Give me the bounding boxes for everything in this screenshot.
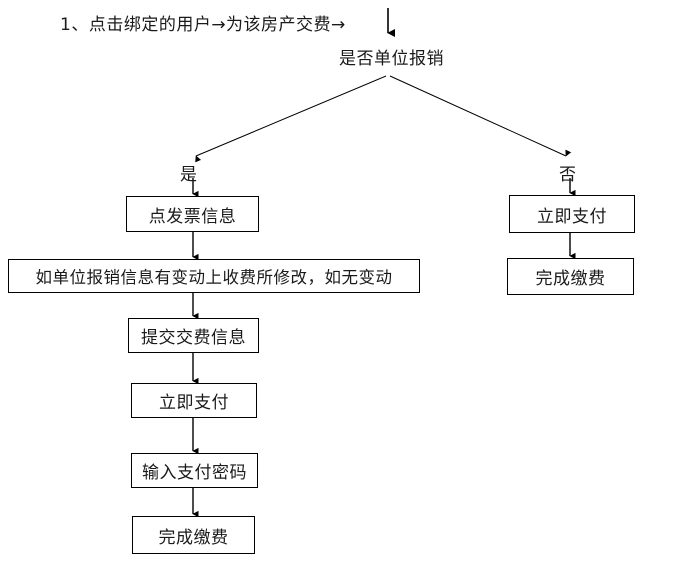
node-payment-complete-left: 完成缴费	[132, 516, 255, 554]
decision-label: 是否单位报销	[339, 49, 444, 69]
node-pay-now-right: 立即支付	[509, 195, 635, 233]
node-enter-payment-password: 输入支付密码	[131, 453, 258, 488]
branch-label-no: 否	[559, 165, 576, 185]
arrow-decision-to-no	[389, 75, 572, 157]
node-modify-reimbursement-info: 如单位报销信息有变动上收费所修改，如无变动	[8, 259, 420, 293]
intro-step-text: 1、点击绑定的用户→为该房产交费→	[60, 15, 346, 35]
node-pay-now-left: 立即支付	[131, 383, 257, 418]
node-payment-complete-right: 完成缴费	[507, 258, 634, 295]
node-submit-payment-info: 提交交费信息	[128, 318, 259, 353]
node-invoice-info: 点发票信息	[126, 196, 259, 232]
branch-label-yes: 是	[180, 165, 197, 185]
arrow-decision-to-yes	[195, 75, 387, 163]
